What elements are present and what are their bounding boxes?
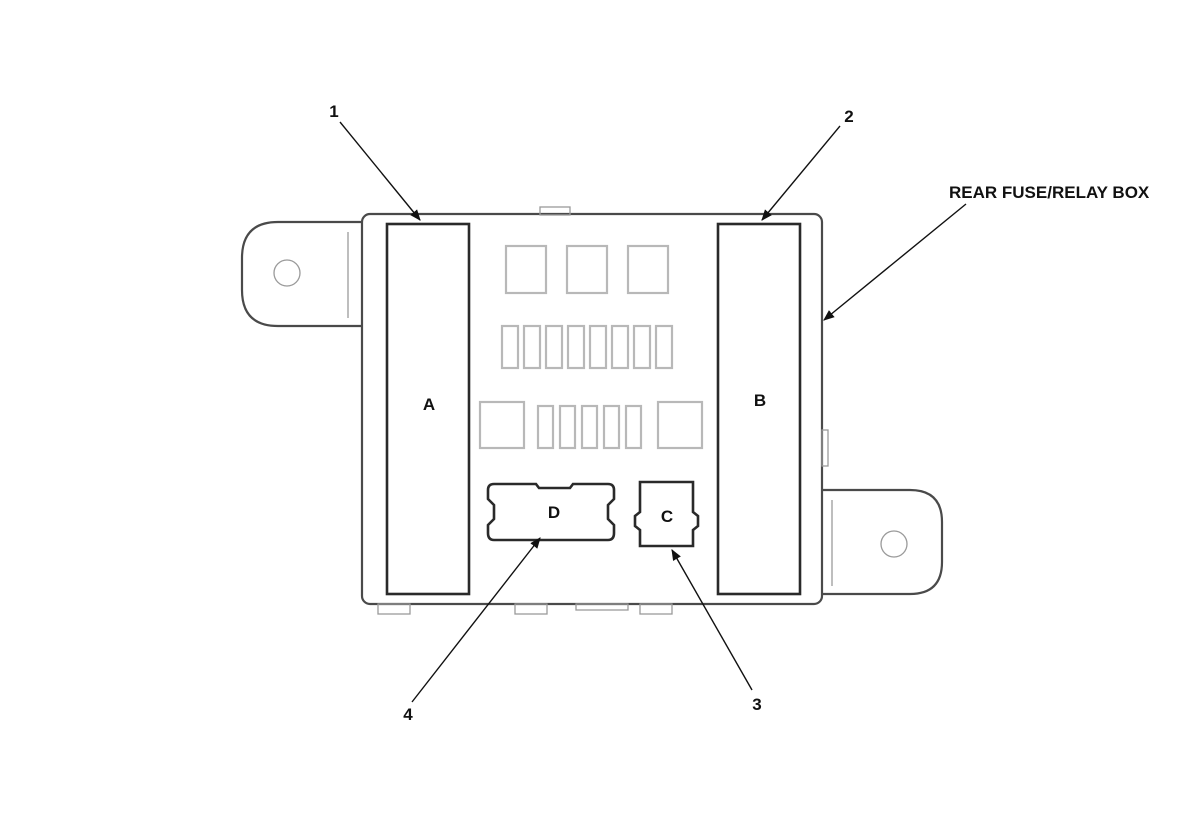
leader-line-4 (411, 537, 541, 703)
rear-fuse-relay-box-label: REAR FUSE/RELAY BOX (949, 183, 1150, 202)
leader-line-title (823, 203, 967, 321)
callout-1: 1 (329, 102, 338, 121)
right-mounting-tab (822, 488, 944, 596)
connector-c: C (633, 480, 700, 548)
callout-3: 3 (752, 695, 761, 714)
leader-line-1 (339, 121, 421, 221)
connector-a: A (385, 222, 471, 596)
connector-d-label: D (548, 503, 560, 522)
connector-b: B (716, 222, 802, 596)
leader-line-3 (671, 549, 753, 691)
leader-line-2 (761, 125, 841, 221)
leader-lines (339, 121, 967, 703)
connector-b-label: B (754, 391, 766, 410)
connector-d: D (486, 482, 616, 542)
connector-c-label: C (661, 507, 673, 526)
callout-4: 4 (403, 705, 413, 724)
fuse-box-housing (360, 206, 829, 615)
connector-a-label: A (423, 395, 435, 414)
fuse-relay-layout (478, 244, 704, 450)
callout-2: 2 (844, 107, 853, 126)
left-mounting-tab (240, 220, 362, 328)
